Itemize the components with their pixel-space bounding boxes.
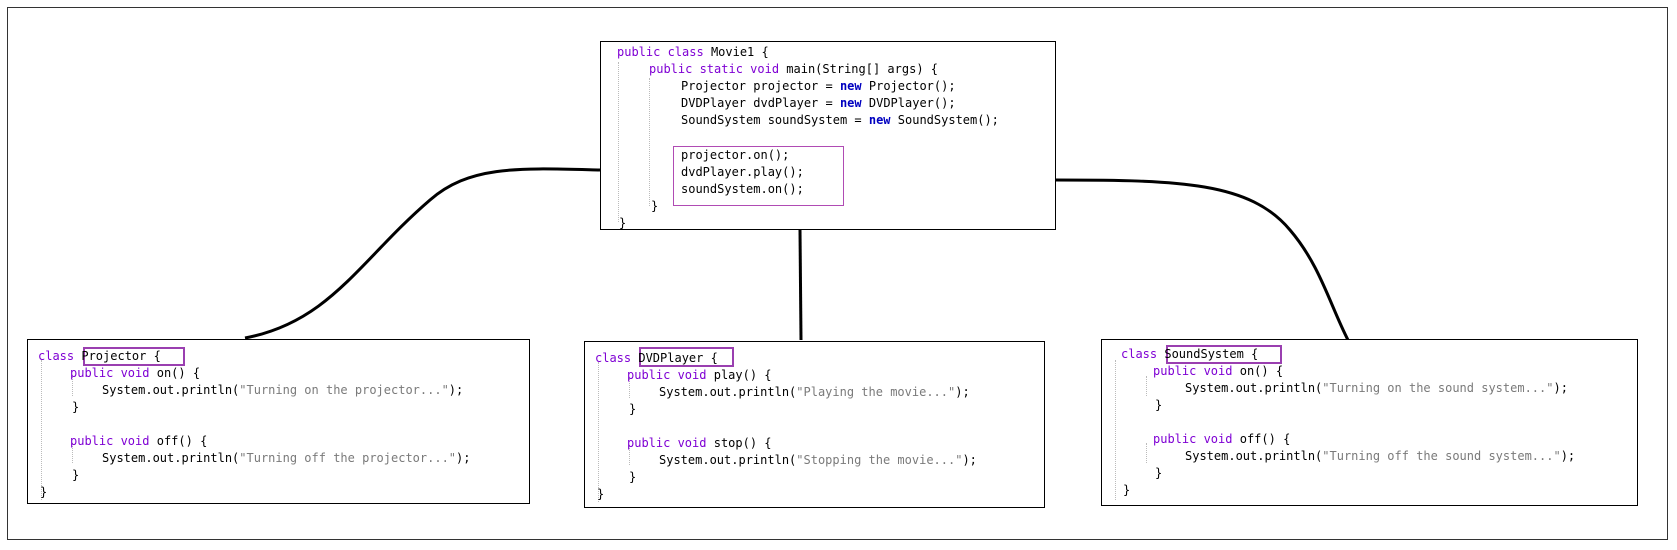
- projector-on-signature: on() {: [156, 366, 201, 380]
- decl-line-dvdplayer: DVDPlayer dvdPlayer = new DVDPlayer();: [681, 96, 956, 110]
- dvdplayer-stop-keyword: public void: [627, 436, 707, 450]
- soundsystem-off-keyword: public void: [1153, 432, 1233, 446]
- soundsystem-off-body: System.out.println("Turning off the soun…: [1185, 449, 1576, 463]
- decl-line-projector: Projector projector = new Projector();: [681, 79, 956, 93]
- dvdplayer-name-highlight: [639, 347, 734, 367]
- projector-on-close: }: [72, 400, 80, 414]
- dvdplayer-stop-close: }: [629, 470, 637, 484]
- connector-dvdplayer: [798, 229, 803, 341]
- projector-class-name: Projector {: [81, 349, 161, 363]
- main-method-keyword: public static void: [649, 62, 780, 76]
- decl-line-soundsystem: SoundSystem soundSystem = new SoundSyste…: [681, 113, 999, 127]
- soundsystem-class-keyword: class: [1121, 347, 1158, 361]
- diagram-frame: [7, 7, 1668, 540]
- soundsystem-class-close: }: [1123, 483, 1131, 497]
- main-method-signature: main(String[] args) {: [786, 62, 938, 76]
- connector-projector: [244, 167, 601, 340]
- dvdplayer-stop-signature: stop() {: [713, 436, 772, 450]
- soundsystem-class-box: class SoundSystem { public void on() { S…: [1101, 339, 1638, 506]
- soundsystem-off-signature: off() {: [1239, 432, 1291, 446]
- main-class-box: public class Movie1 { public static void…: [600, 41, 1056, 230]
- soundsystem-off-close: }: [1155, 466, 1163, 480]
- dvdplayer-play-signature: play() {: [713, 368, 772, 382]
- projector-on-keyword: public void: [70, 366, 150, 380]
- dvdplayer-play-close: }: [629, 402, 637, 416]
- main-class-close: }: [619, 216, 627, 230]
- dvdplayer-stop-body: System.out.println("Stopping the movie..…: [659, 453, 977, 467]
- soundsystem-on-signature: on() {: [1239, 364, 1284, 378]
- projector-name-highlight: [83, 347, 185, 366]
- dvdplayer-class-name: DVDPlayer {: [638, 351, 718, 365]
- call-soundsystem-on: soundSystem.on();: [681, 182, 804, 196]
- dvdplayer-play-keyword: public void: [627, 368, 707, 382]
- main-method-close: }: [651, 199, 659, 213]
- projector-off-close: }: [72, 468, 80, 482]
- projector-off-body: System.out.println("Turning off the proj…: [102, 451, 471, 465]
- projector-off-signature: off() {: [156, 434, 208, 448]
- calls-highlight-box: [673, 146, 844, 206]
- projector-class-keyword: class: [38, 349, 75, 363]
- projector-class-box: class Projector { public void on() { Sys…: [27, 339, 530, 504]
- soundsystem-class-name: SoundSystem {: [1164, 347, 1259, 361]
- dvdplayer-class-close: }: [597, 487, 605, 501]
- dvdplayer-class-keyword: class: [595, 351, 632, 365]
- soundsystem-on-body: System.out.println("Turning on the sound…: [1185, 381, 1568, 395]
- projector-class-close: }: [40, 485, 48, 499]
- soundsystem-name-highlight: [1166, 345, 1282, 364]
- soundsystem-on-keyword: public void: [1153, 364, 1233, 378]
- call-projector-on: projector.on();: [681, 148, 790, 162]
- main-class-name: Movie1 {: [710, 45, 769, 59]
- dvdplayer-play-body: System.out.println("Playing the movie...…: [659, 385, 970, 399]
- main-class-keyword: public class: [617, 45, 704, 59]
- dvdplayer-class-box: class DVDPlayer { public void play() { S…: [584, 341, 1045, 508]
- projector-on-body: System.out.println("Turning on the proje…: [102, 383, 464, 397]
- projector-off-keyword: public void: [70, 434, 150, 448]
- soundsystem-on-close: }: [1155, 398, 1163, 412]
- call-dvdplayer-play: dvdPlayer.play();: [681, 165, 804, 179]
- connector-soundsystem: [1054, 178, 1350, 341]
